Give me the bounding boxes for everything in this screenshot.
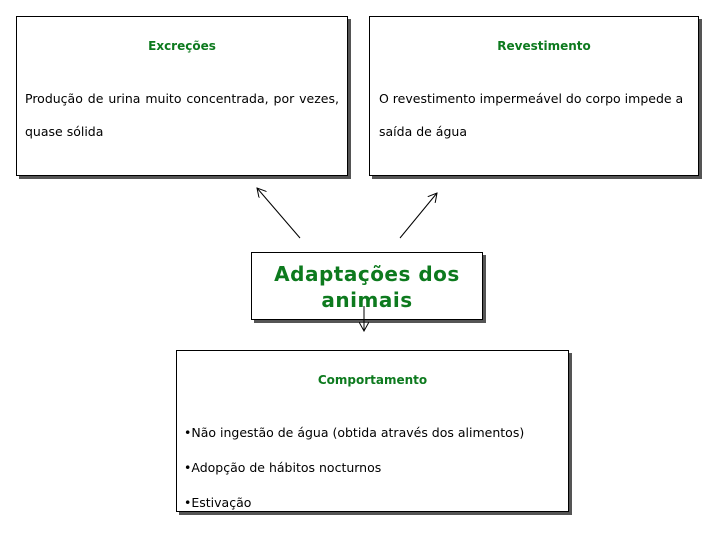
list-item: •Estivação — [184, 495, 252, 510]
arrow-to-excrecoes — [257, 188, 301, 239]
excrecoes-text: Produção de urina muito concentrada, por… — [25, 91, 339, 139]
list-item: •Adopção de hábitos nocturnos — [184, 460, 382, 475]
excrecoes-title: Excreções — [148, 39, 216, 53]
comportamento-box: Comportamento •Não ingestão de água (obt… — [176, 350, 569, 512]
list-item: •Não ingestão de água (obtida através do… — [184, 425, 525, 440]
arrow-to-revestimento — [399, 193, 437, 239]
revestimento-box: Revestimento O revestimento impermeável … — [369, 16, 699, 176]
revestimento-text: O revestimento impermeável do corpo impe… — [379, 91, 684, 139]
comportamento-title: Comportamento — [317, 373, 428, 387]
revestimento-title: Revestimento — [497, 39, 591, 53]
comportamento-list: •Não ingestão de água (obtida através do… — [184, 415, 562, 520]
central-concept-box: Adaptações dos animais — [251, 252, 483, 320]
excrecoes-box: Excreções Produção de urina muito concen… — [16, 16, 348, 176]
central-concept-title: Adaptações dos animais — [274, 262, 460, 312]
